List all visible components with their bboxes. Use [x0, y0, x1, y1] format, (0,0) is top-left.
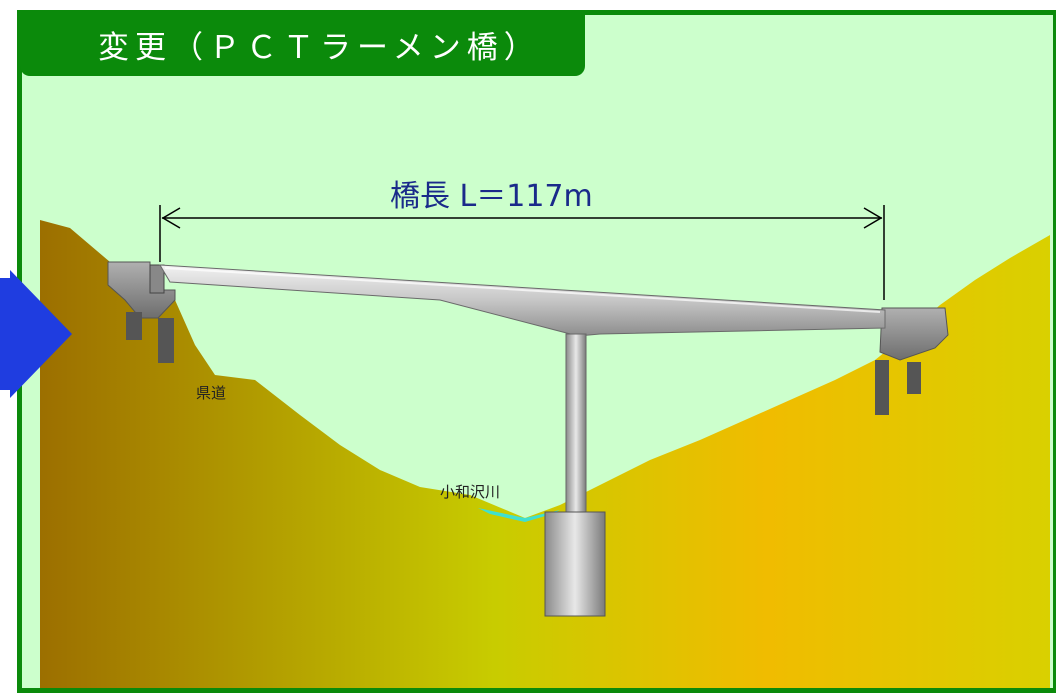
title-tab: 変更（ＰＣＴラーメン橋） — [20, 12, 585, 76]
blue-right-arrow-icon — [0, 270, 72, 398]
bridge-deck — [159, 264, 886, 337]
span-length-label: 橋長 L＝117m — [390, 179, 593, 214]
right-abutment — [875, 307, 949, 415]
valley-terrain — [40, 220, 1050, 688]
dim-arrow-left — [161, 207, 181, 229]
pier-foundation — [544, 511, 606, 617]
road-label: 県道 — [196, 384, 226, 402]
page-title: 変更（ＰＣＴラーメン橋） — [98, 29, 541, 66]
bridge-pier — [565, 333, 587, 517]
left-abutment — [107, 261, 176, 363]
dim-arrow-right — [863, 207, 883, 229]
river-label: 小和沢川 — [440, 483, 500, 501]
river-water — [478, 508, 560, 522]
